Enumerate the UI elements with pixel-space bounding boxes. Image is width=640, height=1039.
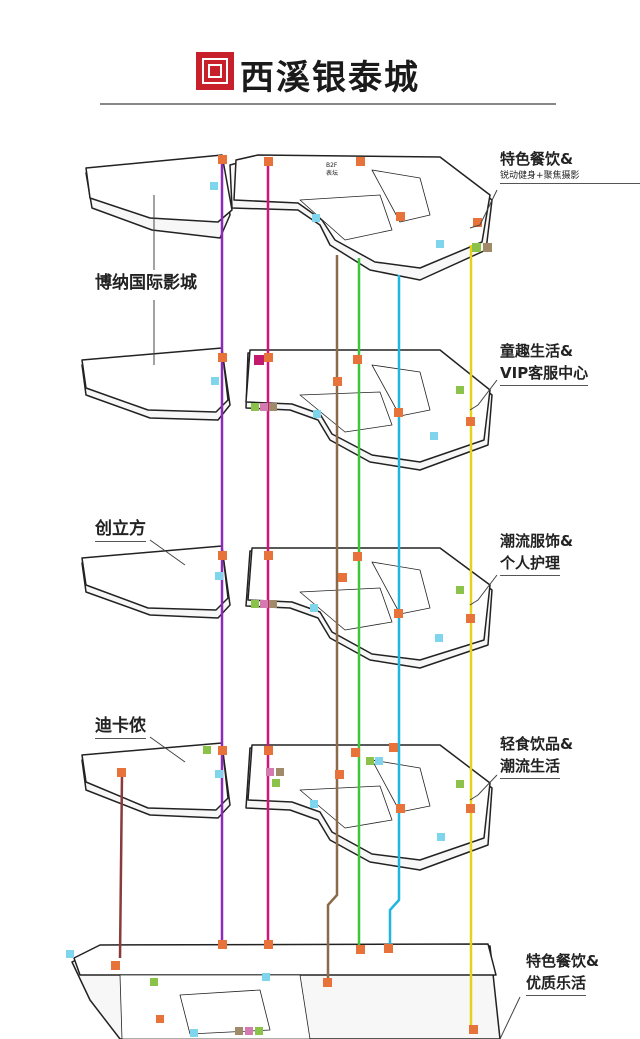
label-bona-cinema: 博纳国际影城	[95, 273, 197, 293]
escalator-icon	[353, 552, 362, 561]
restroom-icon	[211, 377, 219, 385]
escalator-icon	[473, 218, 482, 227]
label-floor-3: 潮流服饰& 个人护理	[500, 530, 640, 576]
label-floor-2: 轻食饮品& 潮流生活	[500, 733, 640, 779]
restroom-icon	[312, 214, 320, 222]
restroom-icon	[310, 800, 318, 808]
escalator-icon	[218, 353, 227, 362]
floor-2-plan	[81, 742, 493, 871]
service-icon	[260, 403, 268, 411]
service-icon	[272, 779, 280, 787]
label-decathlon: 迪卡侬	[95, 715, 146, 739]
escalator-icon	[338, 573, 347, 582]
escalator-icon	[111, 961, 120, 970]
escalator-icon	[396, 804, 405, 813]
service-icon	[235, 1027, 243, 1035]
service-icon	[456, 780, 464, 788]
label-floor-4: 童趣生活& VIP客服中心	[500, 340, 640, 386]
header-divider	[100, 103, 556, 105]
elevator-line-brown	[326, 255, 339, 980]
restroom-icon	[375, 757, 383, 765]
elevator-line-cyan	[388, 275, 401, 950]
label-chuanglifang: 创立方	[95, 518, 146, 542]
service-icon	[269, 600, 277, 608]
restroom-icon	[190, 1029, 198, 1037]
restroom-icon	[66, 950, 74, 958]
service-icon	[269, 403, 277, 411]
service-icon	[245, 1027, 253, 1035]
escalator-icon	[353, 355, 362, 364]
service-icon	[276, 768, 284, 776]
escalator-icon	[264, 353, 273, 362]
escalator-icon	[218, 940, 227, 949]
escalator-icon	[466, 804, 475, 813]
escalator-icon	[396, 212, 405, 221]
escalator-icon	[394, 408, 403, 417]
service-icon	[251, 600, 259, 608]
escalator-icon	[117, 768, 126, 777]
service-icon	[366, 757, 374, 765]
label-floor-5: 特色餐饮& 锐动健身+聚焦摄影	[500, 148, 640, 184]
restroom-icon	[310, 604, 318, 612]
floor-5-plan	[85, 154, 493, 281]
escalator-icon	[384, 944, 393, 953]
service-icon	[203, 746, 211, 754]
restroom-icon	[313, 410, 321, 418]
restroom-icon	[435, 634, 443, 642]
restroom-icon	[215, 572, 223, 580]
escalator-icon	[218, 551, 227, 560]
escalator-icon	[466, 417, 475, 426]
escalator-icon	[156, 1015, 164, 1023]
b2f-mark: B2F	[326, 162, 338, 169]
service-icon	[266, 768, 274, 776]
service-icon	[251, 403, 259, 411]
floor-4-plan	[81, 347, 493, 471]
label-floor-1: 特色餐饮& 优质乐活	[526, 950, 640, 996]
service-icon	[456, 386, 464, 394]
service-icon	[260, 600, 268, 608]
escalator-icon	[323, 978, 332, 987]
restroom-icon	[210, 182, 218, 190]
service-icon	[483, 243, 492, 252]
restroom-icon	[437, 833, 445, 841]
escalator-icon	[356, 157, 365, 166]
restroom-icon	[262, 973, 270, 981]
markers	[66, 155, 492, 1037]
leader-lines	[149, 189, 521, 1039]
escalator-icon	[351, 748, 360, 757]
service-icon	[255, 1027, 263, 1035]
escalator-icon	[389, 743, 398, 752]
floor-1-plan	[71, 943, 501, 1039]
escalator-icon	[394, 609, 403, 618]
square-seal-icon	[196, 52, 234, 90]
restroom-icon	[436, 240, 444, 248]
service-icon	[456, 586, 464, 594]
escalator-icon	[264, 746, 273, 755]
escalator-icon	[218, 746, 227, 755]
service-icon	[472, 243, 481, 252]
header: 西溪银泰城	[0, 50, 640, 98]
escalator-icon	[466, 614, 475, 623]
restroom-icon	[430, 432, 438, 440]
escalator-icon	[356, 945, 365, 954]
elevator-line-darkred	[118, 774, 124, 959]
escalator-icon	[264, 940, 273, 949]
escalator-icon	[218, 155, 227, 164]
escalator-icon	[333, 377, 342, 386]
restroom-icon	[215, 770, 223, 778]
escalator-icon	[469, 1025, 478, 1034]
vip-service-icon	[254, 355, 264, 365]
escalator-icon	[264, 157, 273, 166]
service-icon	[150, 978, 158, 986]
watch-mark: 表坛	[326, 169, 338, 177]
escalator-icon	[264, 551, 273, 560]
escalator-icon	[335, 770, 344, 779]
floor-3-plan	[81, 545, 493, 669]
brand-title: 西溪银泰城	[240, 58, 420, 98]
